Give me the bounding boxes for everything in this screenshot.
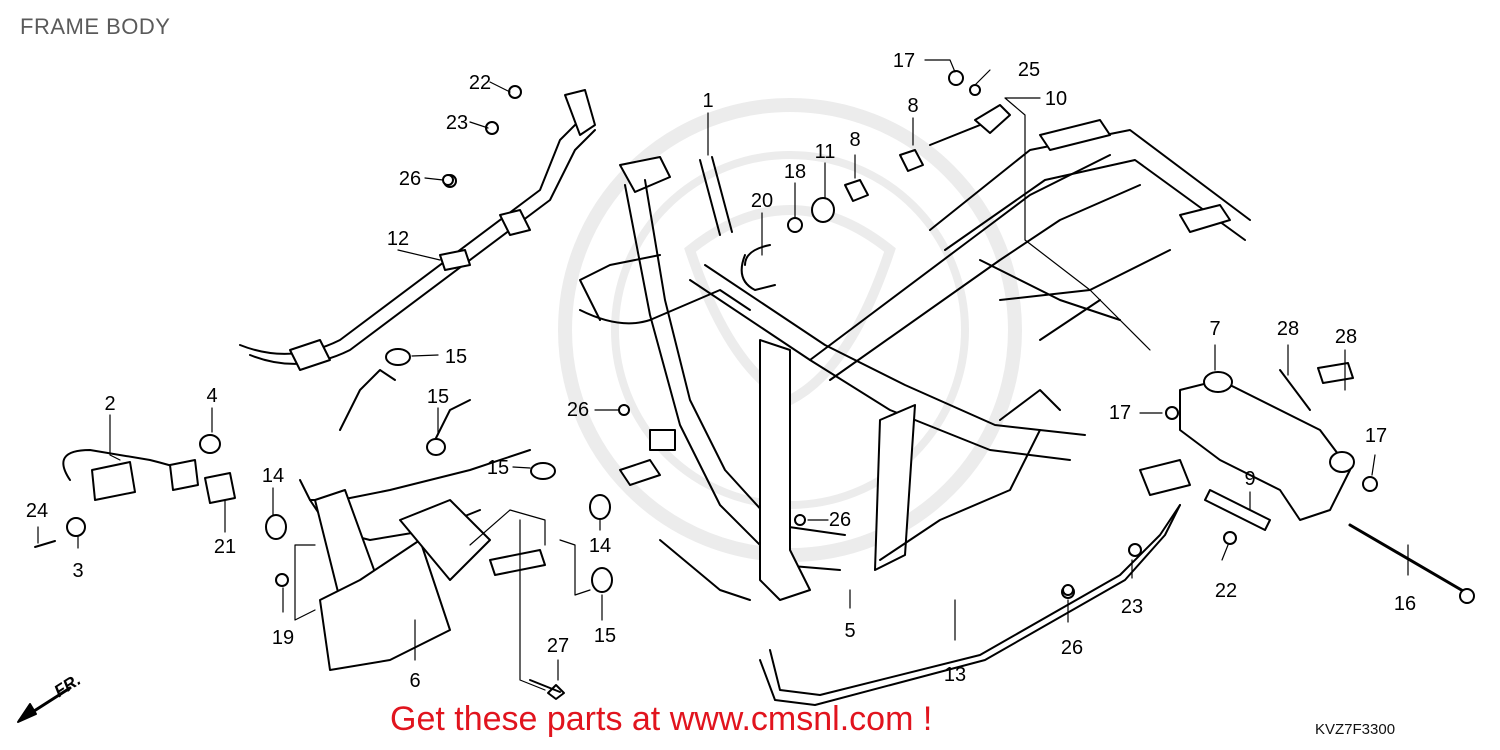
callout-26[interactable]: 26	[828, 509, 852, 531]
callout-14[interactable]: 14	[588, 535, 612, 557]
callout-17[interactable]: 17	[892, 50, 916, 72]
callout-4[interactable]: 4	[206, 385, 218, 407]
callout-18[interactable]: 18	[783, 161, 807, 183]
callout-11[interactable]: 11	[814, 141, 836, 163]
callout-28[interactable]: 28	[1334, 326, 1358, 348]
callout-25[interactable]: 25	[1017, 59, 1041, 81]
callout-19[interactable]: 19	[271, 627, 295, 649]
callout-10[interactable]: 10	[1044, 88, 1068, 110]
callout-16[interactable]: 16	[1393, 593, 1417, 615]
callout-17[interactable]: 17	[1108, 402, 1132, 424]
engine-hanger-7	[1165, 362, 1475, 604]
callout-17[interactable]: 17	[1364, 425, 1388, 447]
bushings-8-11-18	[787, 70, 1011, 233]
callout-28[interactable]: 28	[1276, 318, 1300, 340]
callout-22[interactable]: 22	[468, 72, 492, 94]
callout-9[interactable]: 9	[1244, 468, 1256, 490]
callout-6[interactable]: 6	[409, 670, 421, 692]
bolts-26	[442, 174, 1074, 596]
callout-3[interactable]: 3	[72, 560, 84, 582]
callout-13[interactable]: 13	[943, 664, 967, 686]
callout-8[interactable]: 8	[907, 95, 919, 117]
callout-15[interactable]: 15	[426, 386, 450, 408]
callout-8[interactable]: 8	[849, 129, 861, 151]
diagram-code: KVZ7F3300	[1315, 721, 1396, 738]
callout-26[interactable]: 26	[566, 399, 590, 421]
callout-23[interactable]: 23	[445, 112, 469, 134]
callout-21[interactable]: 21	[213, 536, 237, 558]
floor-bracket-12	[239, 85, 596, 371]
callout-15[interactable]: 15	[486, 457, 510, 479]
diagram-title: FRAME BODY	[20, 14, 171, 39]
callout-22[interactable]: 22	[1214, 580, 1238, 602]
callout-1[interactable]: 1	[702, 90, 714, 112]
callout-20[interactable]: 20	[750, 190, 774, 212]
callout-15[interactable]: 15	[444, 346, 468, 368]
callout-23[interactable]: 23	[1120, 596, 1144, 618]
promo-link[interactable]: Get these parts at www.cmsnl.com !	[390, 700, 933, 738]
pivot-pipe-1	[699, 156, 733, 236]
front-arrow-icon	[17, 686, 72, 723]
rear-bracket-6	[265, 348, 613, 700]
lower-stay-13	[759, 459, 1191, 706]
callout-26[interactable]: 26	[1060, 637, 1084, 659]
callout-26[interactable]: 26	[398, 168, 422, 190]
callout-27[interactable]: 27	[546, 635, 570, 657]
leader-lines	[37, 59, 1409, 691]
callout-2[interactable]: 2	[104, 393, 116, 415]
callout-7[interactable]: 7	[1209, 318, 1221, 340]
callout-24[interactable]: 24	[25, 500, 49, 522]
callout-5[interactable]: 5	[844, 620, 856, 642]
main-frame	[579, 119, 1251, 601]
callout-12[interactable]: 12	[386, 228, 410, 250]
callout-14[interactable]: 14	[261, 465, 285, 487]
callout-15[interactable]: 15	[593, 625, 617, 647]
clamp-20	[740, 244, 776, 291]
wire-harness-2	[34, 434, 236, 548]
